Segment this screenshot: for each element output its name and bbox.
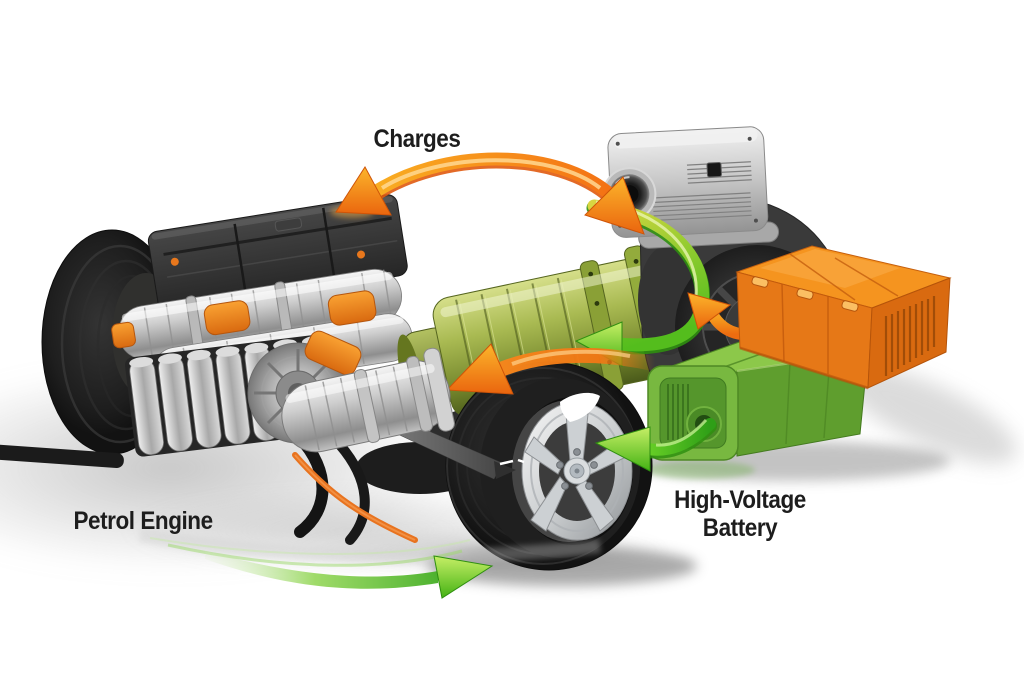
- transmission-shaft: [281, 347, 455, 453]
- petrol-drive-swoosh-arrow: [138, 528, 601, 599]
- drive-to-transmission-arrow: [445, 343, 658, 395]
- charges-arc-arrow: [330, 152, 645, 235]
- petrol-engine-label: Petrol Engine: [73, 507, 214, 535]
- rear-wheel: [377, 361, 653, 571]
- high-voltage-battery-label-line1: High-Voltage: [674, 486, 806, 514]
- highlight-swoosh: [560, 392, 600, 422]
- high-voltage-battery-label-line2: Battery: [702, 513, 778, 542]
- tire-marking: [499, 458, 525, 466]
- charges-label: Charges: [373, 125, 461, 153]
- battery-to-wheel-arrow: [594, 418, 717, 472]
- battery-vents: [884, 296, 936, 376]
- high-voltage-battery-label: High-Voltage Battery: [664, 486, 817, 542]
- orange-battery: [735, 245, 952, 390]
- rear-wheel-rim: [521, 401, 633, 541]
